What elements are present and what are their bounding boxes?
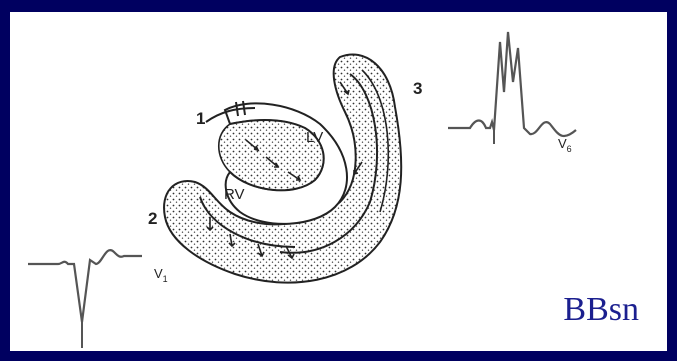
lead-v1-label: V1 (154, 266, 168, 284)
label-1: 1 (196, 109, 205, 128)
lead-v6-base: V (558, 136, 567, 151)
label-lv: LV (306, 129, 323, 146)
lead-v6-label: V6 (558, 136, 572, 154)
slide-panel: 1 2 3 LV RV V1 V6 BBsn (10, 12, 667, 351)
v6-trace (448, 32, 576, 136)
lead-v1-sub: 1 (163, 274, 168, 284)
label-2: 2 (148, 209, 157, 228)
lead-v1-base: V (154, 266, 163, 281)
lead-v6-sub: 6 (567, 144, 572, 154)
label-3: 3 (413, 79, 422, 98)
v1-trace (28, 250, 142, 322)
slide-title: BBsn (563, 291, 639, 329)
label-rv: RV (224, 186, 245, 203)
